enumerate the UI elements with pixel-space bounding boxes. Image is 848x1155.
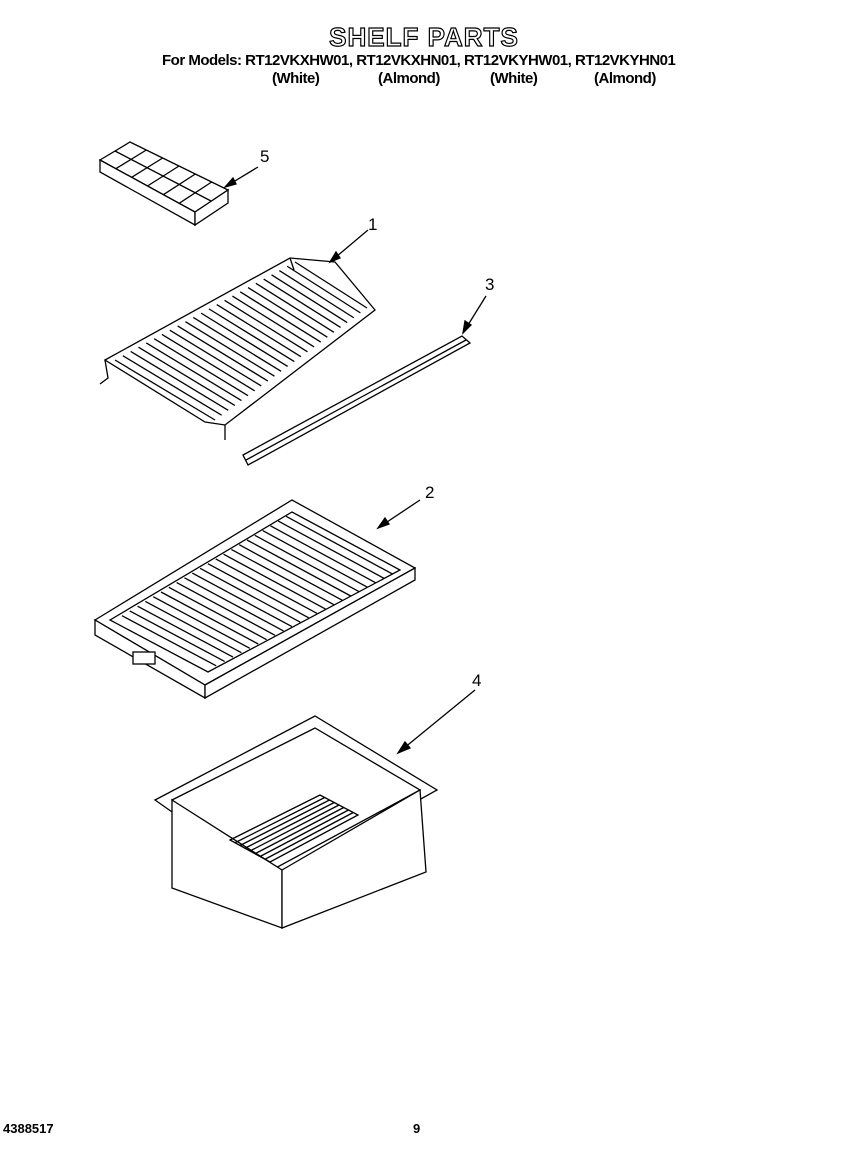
drawing-line: [216, 304, 302, 358]
drawing-line: [114, 359, 216, 421]
drawing-line: [223, 553, 326, 610]
callout-2: 2: [425, 483, 434, 502]
drawing-line: [169, 329, 262, 387]
drawing-line: [255, 282, 335, 333]
drawing-line: [122, 355, 222, 416]
drawing-line: [215, 558, 318, 615]
drawing-line: [224, 299, 308, 353]
drawing-line: [114, 150, 212, 202]
shelf-trim: [242, 335, 472, 466]
page-number: 9: [413, 1121, 421, 1136]
drawing-line: [199, 567, 301, 623]
drawing-line: [145, 342, 242, 402]
drawing-line: [191, 572, 293, 628]
drawing-line: [263, 278, 341, 329]
crisper-drawer: [153, 715, 439, 929]
drawing-line: [129, 610, 225, 663]
drawing-line: [185, 321, 275, 377]
drawing-line: [239, 799, 330, 847]
drawing-line: [130, 350, 229, 411]
drawing-line: [262, 529, 368, 588]
model-color: (White): [490, 70, 538, 87]
drawing-line: [278, 269, 355, 319]
wire-shelf: [99, 257, 376, 440]
drawing-line: [145, 600, 242, 654]
drawing-line: [177, 325, 269, 382]
model-number: RT12VKXHN01: [356, 52, 457, 69]
model-color: (Almond): [594, 70, 656, 87]
drawing-line: [238, 544, 343, 601]
drawing-line: [161, 333, 255, 392]
drawing-line: [249, 804, 340, 852]
document-number: 4388517: [3, 1121, 54, 1136]
callout-arrow-4: [397, 689, 476, 754]
drawing-line: [121, 615, 217, 667]
drawing-line: [138, 346, 236, 406]
drawing-line: [244, 801, 335, 849]
model-color: (White): [272, 70, 320, 87]
model-color: (Almond): [378, 70, 440, 87]
callout-1: 1: [368, 215, 377, 234]
drawing-line: [239, 291, 322, 343]
drawing-line: [208, 308, 295, 363]
drawing-line: [246, 539, 352, 597]
drawing-line: [294, 261, 368, 309]
callout-4: 4: [472, 671, 481, 690]
drawing-line: [207, 563, 310, 619]
models-line: For Models: RT12VKXHW01, RT12VKXHN01, RT…: [162, 52, 676, 69]
drawing-line: [271, 274, 348, 324]
drawing-line: [137, 605, 234, 658]
drawing-line: [277, 520, 385, 580]
drawing-line: [232, 295, 315, 348]
drawing-line: [264, 811, 354, 860]
model-number: RT12VKYHN01: [574, 52, 676, 69]
crisper-cover: [93, 499, 417, 700]
drawing-line: [231, 548, 335, 606]
drawing-line: [254, 806, 345, 855]
drawing-line: [176, 581, 276, 636]
drawing-line: [234, 796, 326, 844]
drawing-line: [270, 525, 377, 584]
drawing-line: [285, 515, 394, 575]
drawing-line: [200, 312, 289, 367]
drawing-line: [153, 338, 249, 397]
callout-3: 3: [485, 275, 494, 294]
drawing-line: [184, 577, 284, 632]
drawing-line: [247, 287, 328, 338]
drawing-line: [192, 316, 282, 372]
model-number: RT12VKYHW01: [463, 52, 568, 69]
ice-cube-tray: [98, 141, 230, 227]
drawing-line: [254, 534, 360, 593]
drawing-line: [152, 596, 251, 649]
drawing-line: [259, 809, 349, 858]
callout-5: 5: [260, 147, 269, 166]
models-prefix: For Models:: [162, 52, 242, 69]
drawing-line: [160, 591, 259, 645]
drawing-line: [286, 265, 361, 314]
model-number: RT12VKXHW01: [245, 52, 349, 69]
drawing-line: [168, 586, 267, 641]
page-title: SHELF PARTS: [329, 21, 519, 52]
